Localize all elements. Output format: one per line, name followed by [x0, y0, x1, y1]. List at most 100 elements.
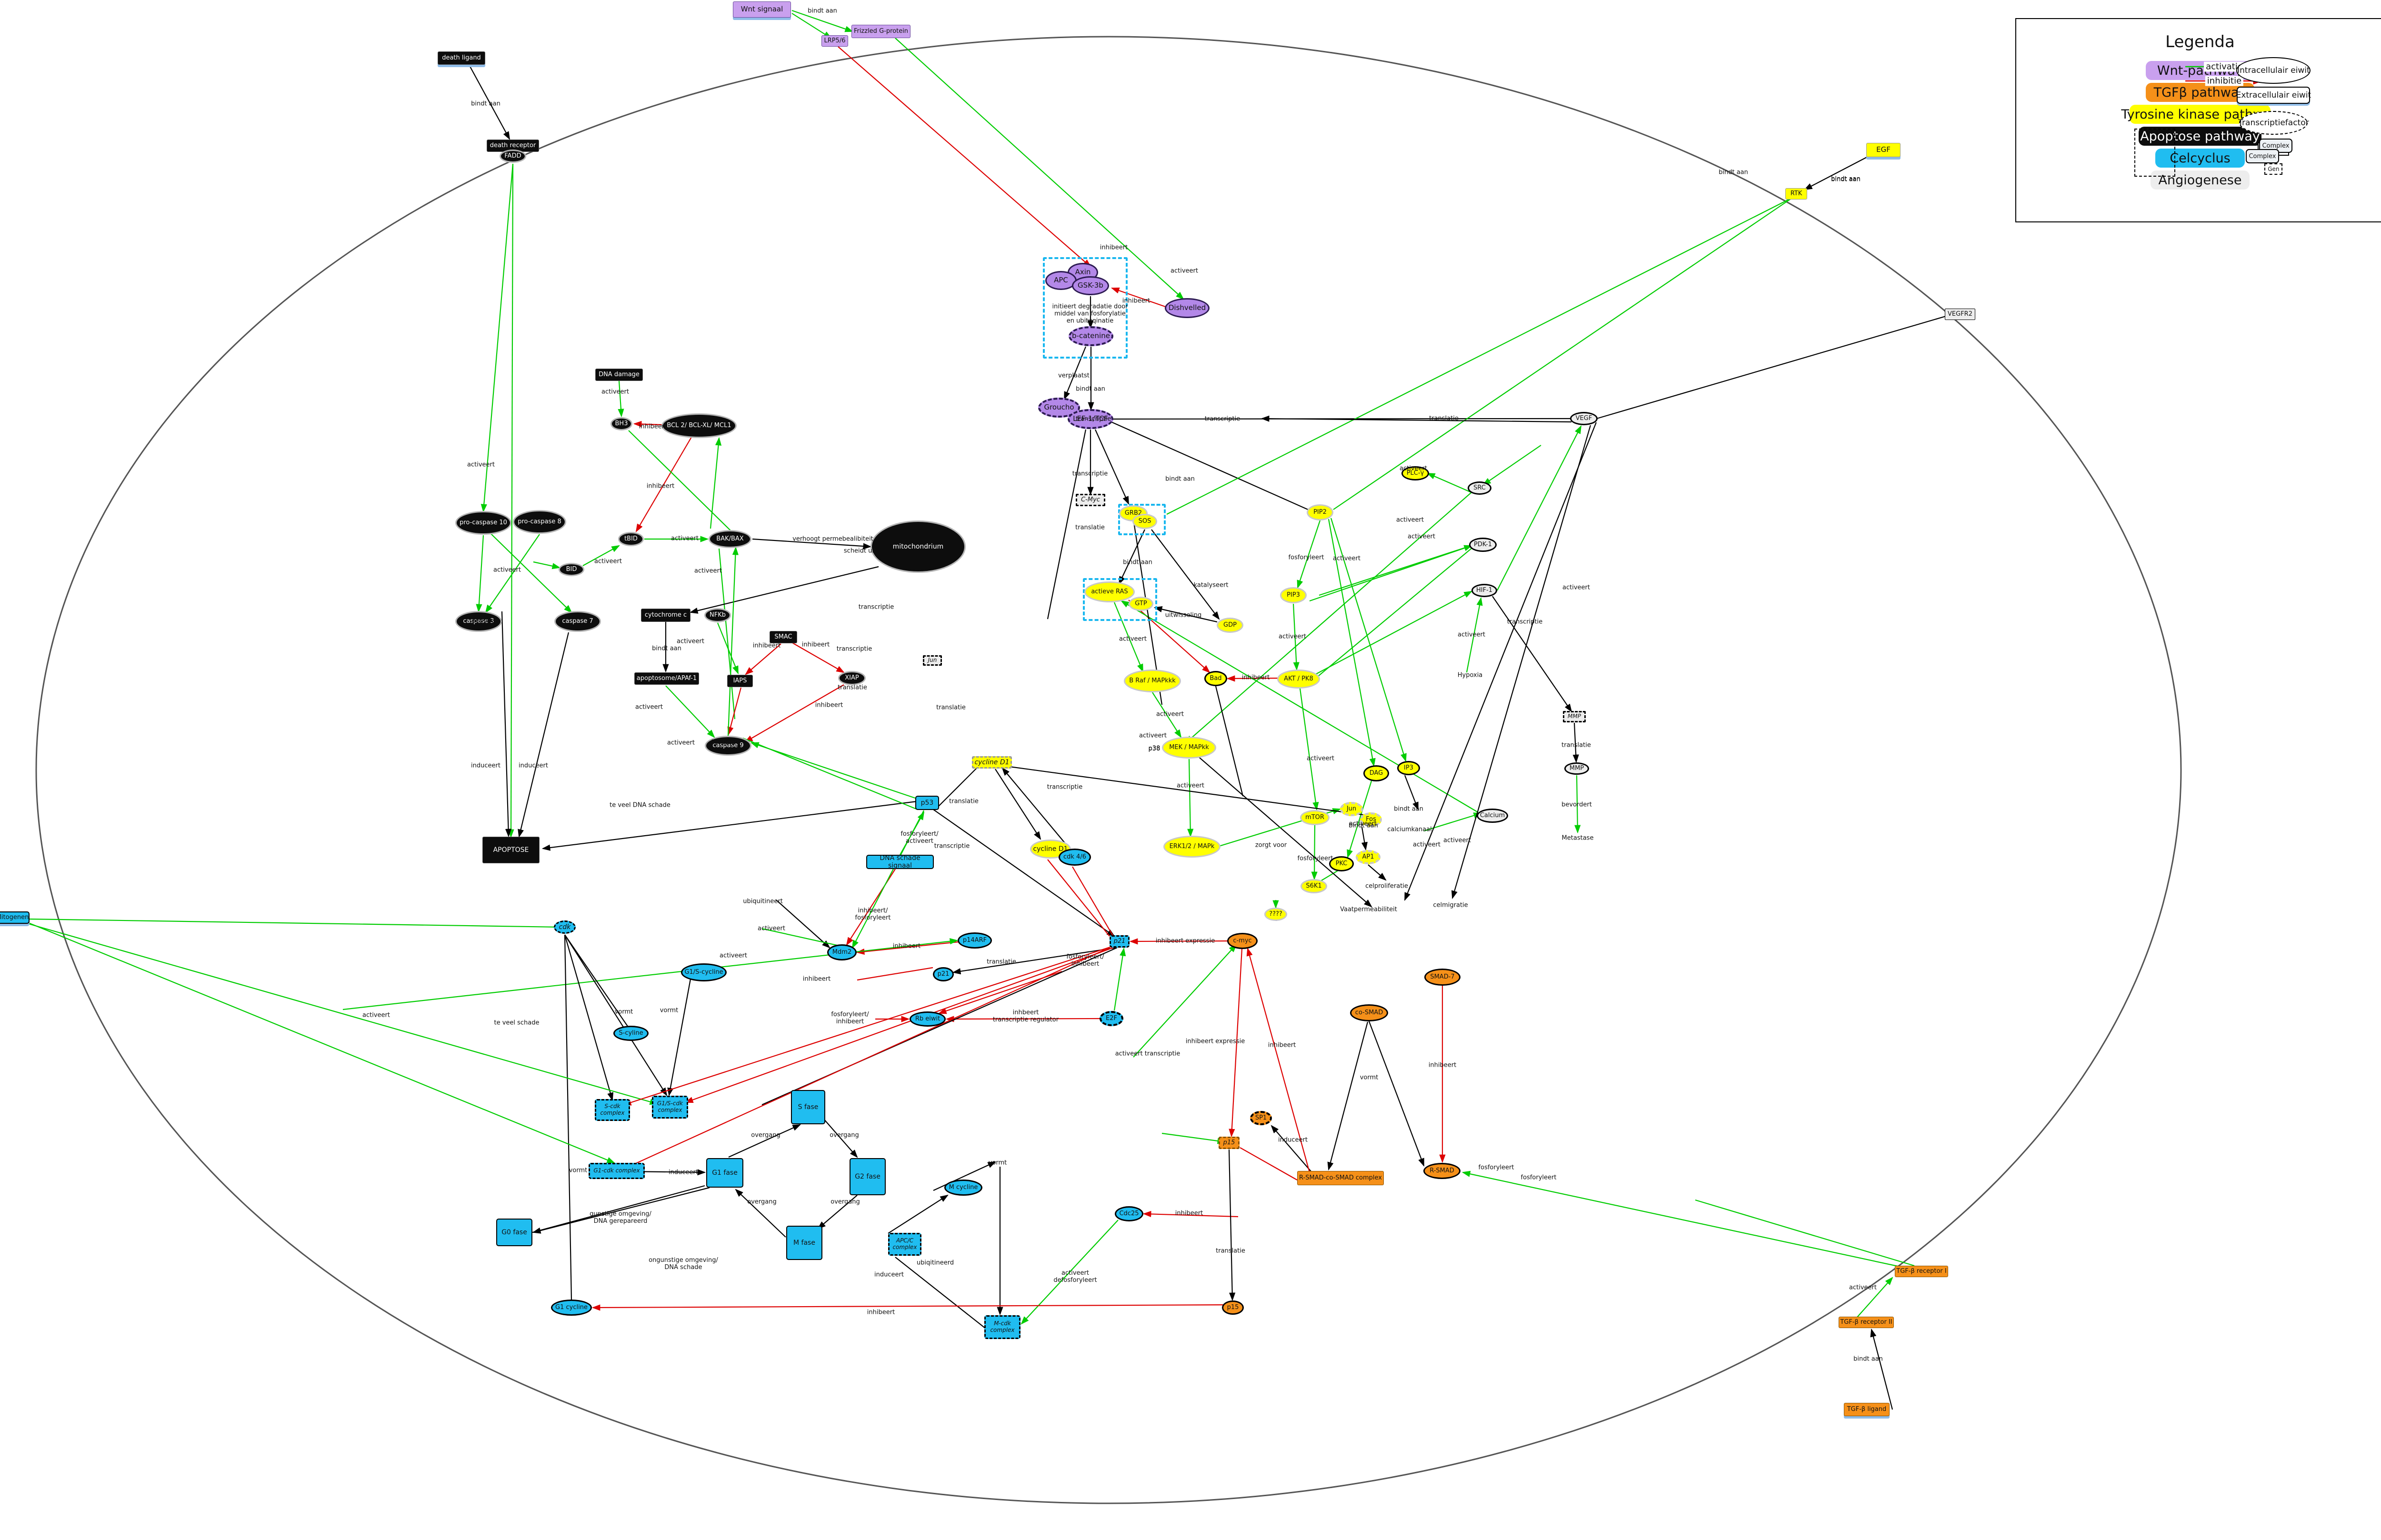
node-frizzled[interactable]: Frizzled G-protein [851, 25, 910, 38]
node-apcc[interactable]: APC/C complex [888, 1233, 921, 1256]
node-cmyc[interactable]: c-myc [1227, 933, 1258, 949]
node-tgfr2[interactable]: TGF-β receptor II [1839, 1317, 1894, 1328]
node-rb[interactable]: Rb eiwit [910, 1011, 946, 1027]
node-bcatenine[interactable]: b-catenine [1069, 326, 1113, 346]
node-gdp[interactable]: GDP [1217, 618, 1243, 633]
node-nfkb[interactable]: NFKb [704, 608, 731, 622]
node-vegfr2[interactable]: VEGFR2 [1945, 309, 1975, 320]
node-death_ligand[interactable]: death ligand [438, 51, 485, 65]
node-gsk3b[interactable]: GSK-3b [1072, 276, 1109, 295]
node-p21[interactable]: p21 [933, 967, 954, 981]
node-m_fase[interactable]: M fase [786, 1226, 822, 1260]
node-p21_gene[interactable]: p21 [1110, 935, 1130, 948]
node-smad7[interactable]: SMAD-7 [1424, 969, 1461, 986]
node-e2f[interactable]: E2F [1100, 1011, 1123, 1026]
node-dna_damage[interactable]: DNA damage [595, 369, 643, 381]
node-akt[interactable]: AKT / PK8 [1277, 670, 1320, 689]
node-g2_fase[interactable]: G2 fase [850, 1158, 886, 1195]
node-qqqq[interactable]: ???? [1264, 908, 1287, 921]
node-cosmad[interactable]: co-SMAD [1350, 1004, 1388, 1021]
node-g1_cdk[interactable]: G1-cdk complex [589, 1163, 645, 1179]
node-calcium[interactable]: Calcium [1477, 809, 1508, 823]
node-jun_gene[interactable]: Jun [923, 655, 942, 666]
node-casp3[interactable]: caspase 3 [455, 611, 502, 632]
node-bad[interactable]: Bad [1204, 671, 1227, 686]
node-casp9[interactable]: caspase 9 [705, 736, 751, 756]
node-dna_schade[interactable]: DNA schade signaal [866, 854, 934, 870]
node-braf[interactable]: B Raf / MAPkkk [1124, 670, 1181, 692]
node-p53[interactable]: p53 [915, 796, 939, 810]
node-pkc[interactable]: PKC [1329, 856, 1354, 871]
node-s_cycline[interactable]: S-cyline [613, 1026, 649, 1041]
node-procasp8[interactable]: pro-caspase 8 [513, 510, 566, 534]
node-apoptose[interactable]: APOPTOSE [482, 837, 540, 863]
node-pip3[interactable]: PIP3 [1280, 587, 1307, 603]
node-vegf[interactable]: VEGF [1570, 412, 1598, 425]
node-fos[interactable]: Fos [1360, 812, 1382, 827]
node-s_fase[interactable]: S fase [791, 1090, 825, 1124]
node-apaf1[interactable]: apoptosome/APAf-1 [634, 672, 699, 685]
node-dag[interactable]: DAG [1363, 765, 1389, 781]
node-smac[interactable]: SMAC [770, 631, 797, 643]
node-cyclinD1_gene[interactable]: cycline D1 [972, 756, 1012, 769]
node-jun[interactable]: Jun [1340, 802, 1363, 816]
node-cdk46[interactable]: cdk 4/6 [1059, 849, 1091, 866]
node-lrp56[interactable]: LRP5/6 [821, 35, 848, 47]
node-g1s_cycline[interactable]: G1/S-cycline [681, 963, 727, 981]
node-rsmad_cplx[interactable]: R-SMAD-co-SMAD complex [1297, 1171, 1384, 1185]
node-iaps[interactable]: IAPS [727, 675, 753, 687]
node-p15[interactable]: p15 [1222, 1300, 1244, 1315]
node-mdm2[interactable]: Mdm2 [827, 944, 857, 960]
node-sp1[interactable]: SP1 [1250, 1111, 1272, 1125]
node-mmp[interactable]: MMP [1564, 762, 1589, 775]
node-mtor[interactable]: mTOR [1300, 810, 1330, 825]
node-plcg[interactable]: PLC-γ [1401, 466, 1429, 480]
node-rtk[interactable]: RTK [1785, 188, 1807, 200]
node-p38_node[interactable]: p38 [1148, 745, 1160, 752]
node-p14arf[interactable]: p14ARF [958, 932, 992, 949]
node-xiap[interactable]: XIAP [838, 671, 866, 685]
node-mmp_gene[interactable]: MMP [1563, 711, 1586, 722]
node-dishvelled[interactable]: Dishvelled [1165, 298, 1210, 318]
node-rsmad[interactable]: R-SMAD [1423, 1163, 1461, 1179]
node-procasp10[interactable]: pro-caspase 10 [455, 511, 511, 535]
node-mitochondrium[interactable]: mitochondrium [870, 520, 966, 573]
edge-label: inhbeert transcriptie regulator [992, 1009, 1059, 1023]
node-p15_gene[interactable]: p15 [1219, 1137, 1240, 1149]
node-mitogenen[interactable]: Mitogenen [0, 911, 30, 924]
node-src[interactable]: SRC [1468, 481, 1491, 495]
node-casp7[interactable]: caspase 7 [554, 611, 601, 632]
node-bcl2[interactable]: BCL 2/ BCL-XL/ MCL1 [661, 413, 737, 438]
node-g1_fase[interactable]: G1 fase [706, 1158, 743, 1188]
node-ip3[interactable]: IP3 [1397, 761, 1420, 775]
node-active_ras[interactable]: actieve RAS [1084, 581, 1135, 602]
node-bh3[interactable]: BH3 [610, 417, 632, 430]
node-pip2[interactable]: PIP2 [1307, 504, 1333, 520]
node-ap1[interactable]: AP1 [1356, 850, 1381, 864]
node-erk[interactable]: ERK1/2 / MAPk [1163, 836, 1221, 858]
node-g1_cycline[interactable]: G1 cycline [551, 1300, 592, 1316]
node-s6k1[interactable]: S6K1 [1301, 879, 1327, 893]
node-gtp[interactable]: GTP [1129, 597, 1153, 611]
node-fadd[interactable]: FADD [500, 150, 526, 163]
node-bid[interactable]: BID [559, 563, 584, 576]
node-g0_fase[interactable]: G0 fase [496, 1219, 532, 1246]
node-tgfr1[interactable]: TGF-β receptor I [1895, 1266, 1948, 1277]
node-tbid[interactable]: tBID [618, 532, 644, 546]
node-hif1[interactable]: HIF-1 [1471, 584, 1497, 597]
node-wnt_signaal[interactable]: Wnt signaal [733, 1, 791, 18]
node-m_cdk[interactable]: M-cdk complex [984, 1315, 1020, 1339]
node-pdk1[interactable]: PDK-1 [1469, 538, 1497, 552]
node-s_cdk[interactable]: S-cdk complex [595, 1099, 630, 1121]
node-cytc[interactable]: cytochrome c [641, 609, 690, 622]
node-cmyc_gene[interactable]: C-Myc [1076, 494, 1105, 506]
node-mek[interactable]: MEK / MAPkk [1162, 737, 1216, 759]
node-tgf_ligand[interactable]: TGF-β ligand [1844, 1403, 1890, 1416]
node-sos[interactable]: SOS [1132, 514, 1157, 529]
node-cdk[interactable]: cdk [554, 920, 576, 934]
node-g1s_cdk[interactable]: G1/S-cdk complex [652, 1096, 688, 1119]
node-bakbax[interactable]: BAK/BAX [709, 530, 751, 548]
node-egf[interactable]: EGF [1866, 143, 1901, 157]
node-cdc25[interactable]: Cdc25 [1115, 1206, 1143, 1221]
node-m_cycline[interactable]: M cycline [944, 1180, 982, 1196]
